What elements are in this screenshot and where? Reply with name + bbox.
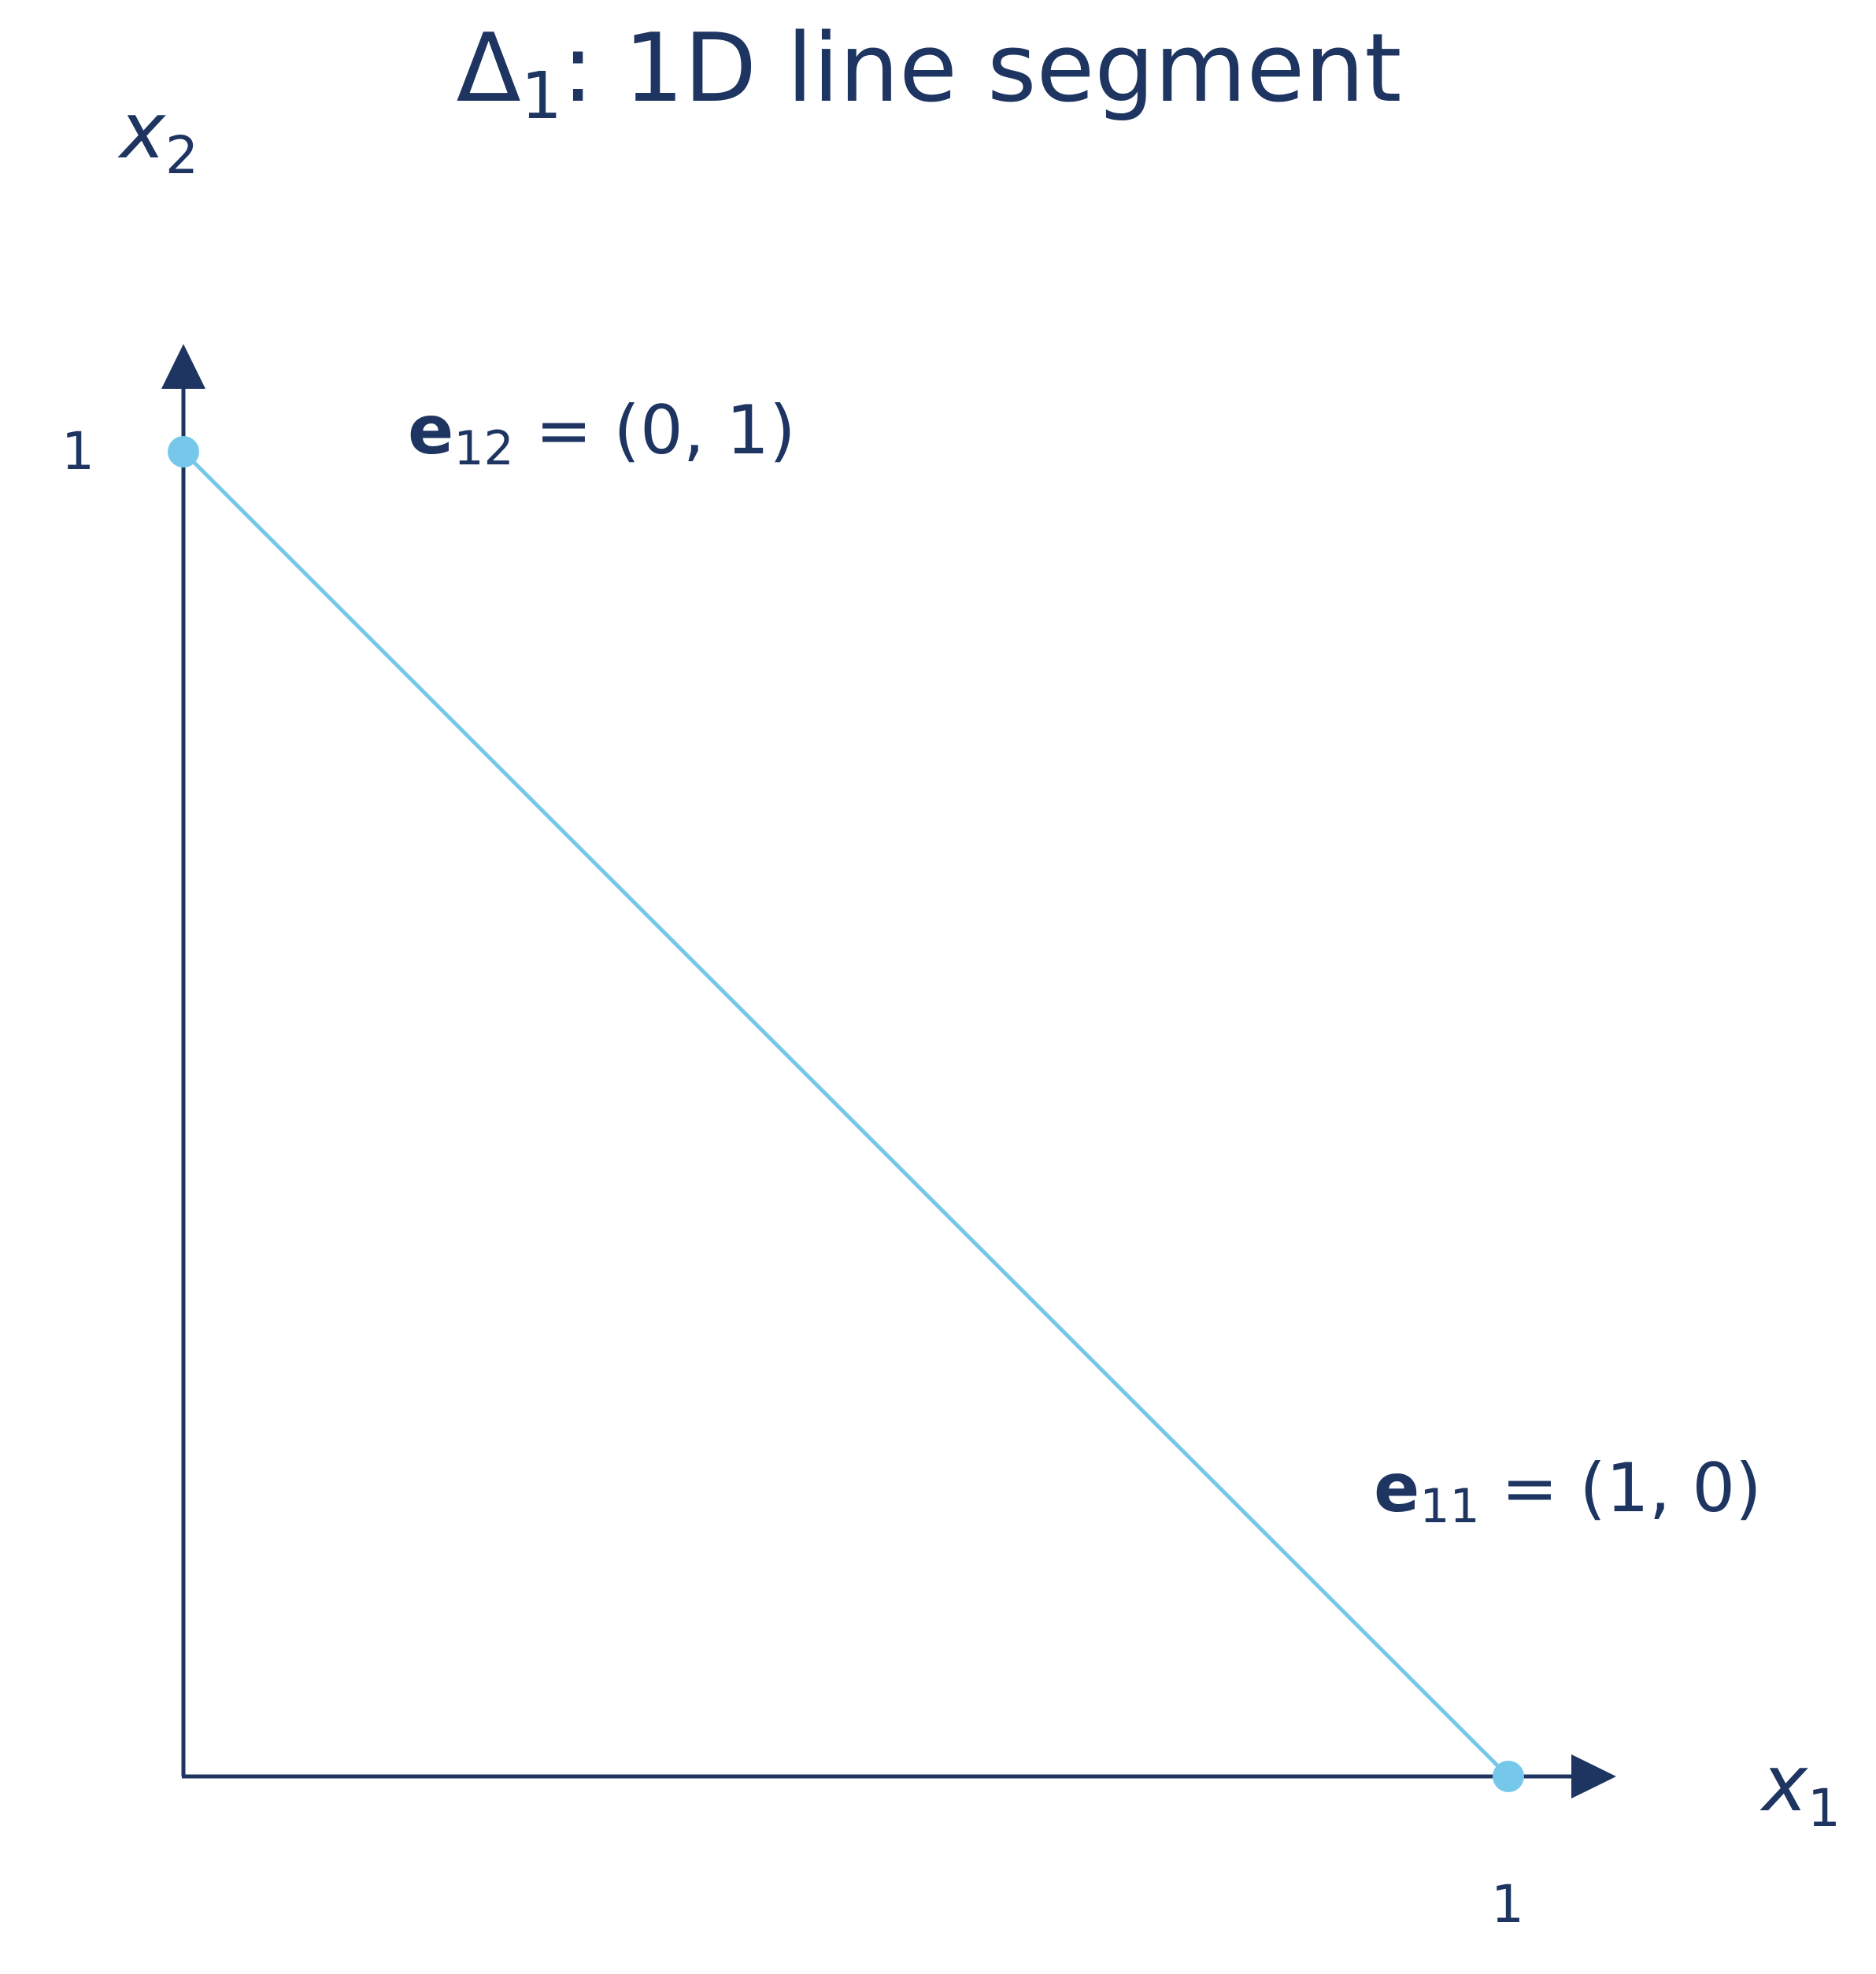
- x-axis-tick-1: 1: [1491, 1874, 1524, 1935]
- y-axis-label: x2: [117, 87, 198, 186]
- x-axis-label: x1: [1759, 1739, 1841, 1839]
- vertex-e11-coords: (1, 0): [1579, 1449, 1761, 1528]
- y-axis-arrowhead: [161, 344, 205, 389]
- vertex-e11-symbol: e: [1374, 1449, 1419, 1528]
- vertex-e11-point: [1493, 1761, 1524, 1792]
- simplex-segment: [182, 450, 1510, 1778]
- y-axis-subscript: 2: [165, 125, 198, 186]
- vertex-e12-symbol: e: [408, 391, 453, 470]
- x-axis-arrowhead: [1571, 1754, 1616, 1798]
- vertex-e11-subscript: 11: [1419, 1479, 1479, 1534]
- vertex-e12-subscript: 12: [453, 421, 513, 476]
- title-subscript: 1: [521, 59, 562, 134]
- vertex-e11-equals: =: [1480, 1449, 1580, 1528]
- vertex-e12-point: [168, 436, 199, 468]
- diagram-title: Δ1: 1D line segment: [457, 14, 1402, 134]
- title-text: : 1D line segment: [562, 14, 1402, 124]
- x-axis-subscript: 1: [1808, 1778, 1841, 1839]
- vertex-e12-label: e12 = (0, 1): [408, 391, 796, 476]
- y-axis-symbol: x: [117, 87, 166, 176]
- x-axis-symbol: x: [1759, 1739, 1808, 1829]
- vertex-e12-equals: =: [514, 391, 614, 470]
- vertex-e12-coords: (0, 1): [613, 391, 795, 470]
- title-symbol: Δ: [457, 14, 521, 124]
- vertex-e11-label: e11 = (1, 0): [1374, 1449, 1762, 1534]
- y-axis-tick-1: 1: [61, 421, 94, 482]
